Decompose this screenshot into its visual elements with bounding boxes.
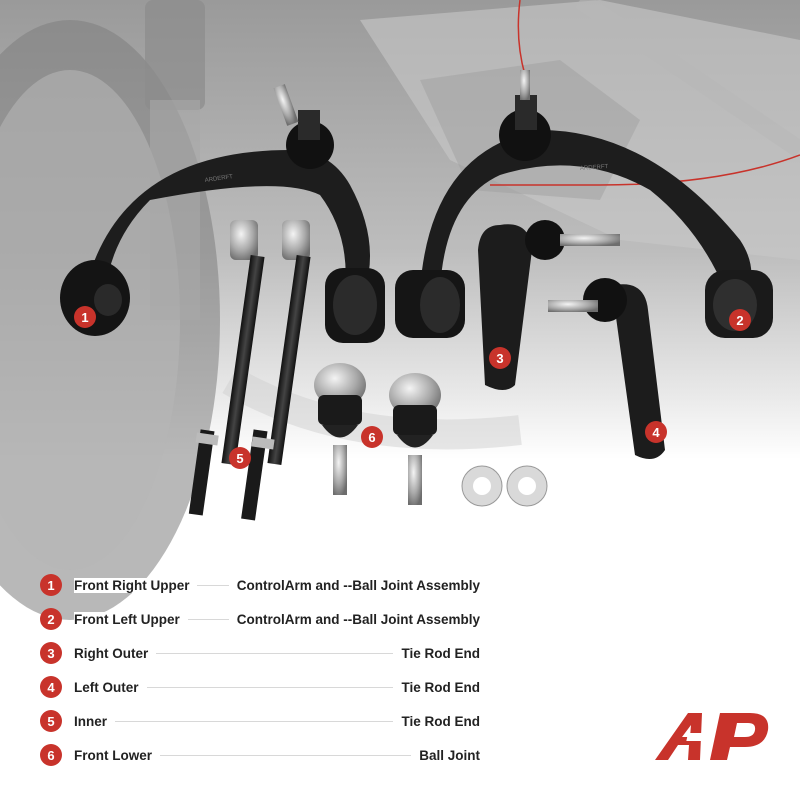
engraving-text: ARDERFT bbox=[580, 164, 609, 172]
leader-line bbox=[187, 618, 229, 620]
leader-line bbox=[146, 686, 394, 688]
legend-item-label: Front Right Upper bbox=[74, 577, 194, 593]
legend-item: 1 Front Right Upper ControlArm and --Bal… bbox=[40, 568, 480, 602]
inner-tie-rod bbox=[188, 220, 311, 521]
leader-line bbox=[115, 720, 394, 722]
legend-item: 4 Left Outer Tie Rod End bbox=[40, 670, 480, 704]
legend-item-value: Tie Rod End bbox=[397, 713, 480, 729]
legend-item-label: Left Outer bbox=[74, 679, 143, 695]
legend-item: 3 Right Outer Tie Rod End bbox=[40, 636, 480, 670]
front-left-upper-control-arm: ARDERFT bbox=[395, 70, 773, 338]
legend-item-label: Front Lower bbox=[74, 747, 156, 763]
legend-item-value: Tie Rod End bbox=[397, 645, 480, 661]
legend-item: 5 Inner Tie Rod End bbox=[40, 704, 480, 738]
legend-item-label: Right Outer bbox=[74, 645, 153, 661]
accent-line bbox=[517, 0, 526, 76]
callout-2: 2 bbox=[729, 309, 751, 331]
svg-text:1: 1 bbox=[81, 310, 88, 325]
legend-item-value: Ball Joint bbox=[415, 747, 480, 763]
item-number-badge: 5 bbox=[40, 710, 62, 732]
leader-line bbox=[197, 584, 229, 586]
svg-text:4: 4 bbox=[652, 425, 660, 440]
svg-text:3: 3 bbox=[496, 351, 503, 366]
washer bbox=[461, 465, 548, 507]
callout-4: 4 bbox=[645, 421, 667, 443]
item-number-badge: 3 bbox=[40, 642, 62, 664]
leader-line bbox=[160, 754, 412, 756]
item-number-badge: 6 bbox=[40, 744, 62, 766]
legend-item-value: ControlArm and --Ball Joint Assembly bbox=[232, 611, 480, 627]
svg-text:6: 6 bbox=[368, 430, 375, 445]
legend-item-label: Inner bbox=[74, 713, 112, 729]
item-number-badge: 1 bbox=[40, 574, 62, 596]
a-premium-logo-icon bbox=[655, 713, 769, 760]
outer-tie-rod-end bbox=[478, 220, 665, 459]
callout-5: 5 bbox=[229, 447, 251, 469]
legend-item-label: Front Left Upper bbox=[74, 611, 184, 627]
callout-3: 3 bbox=[489, 347, 511, 369]
leader-line bbox=[156, 652, 394, 654]
front-right-upper-control-arm: ARDERFT bbox=[60, 84, 385, 343]
item-number-badge: 4 bbox=[40, 676, 62, 698]
legend-item-value: ControlArm and --Ball Joint Assembly bbox=[232, 577, 480, 593]
engraving-text: ARDERFT bbox=[204, 174, 233, 184]
legend-item: 2 Front Left Upper ControlArm and --Ball… bbox=[40, 602, 480, 636]
front-lower-ball-joint bbox=[314, 363, 441, 505]
accent-line bbox=[490, 154, 800, 186]
legend-item-value: Tie Rod End bbox=[397, 679, 480, 695]
legend-item: 6 Front Lower Ball Joint bbox=[40, 738, 480, 772]
item-number-badge: 2 bbox=[40, 608, 62, 630]
svg-text:2: 2 bbox=[736, 313, 743, 328]
callout-6: 6 bbox=[361, 426, 383, 448]
parts-legend: 1 Front Right Upper ControlArm and --Bal… bbox=[40, 568, 480, 772]
callout-1: 1 bbox=[74, 306, 96, 328]
svg-text:5: 5 bbox=[236, 451, 243, 466]
